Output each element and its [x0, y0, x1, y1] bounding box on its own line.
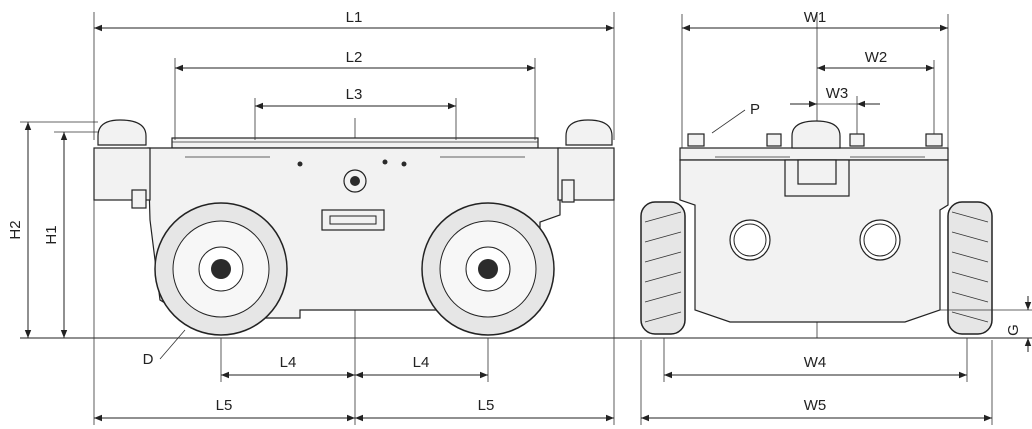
- dim-G: G: [1005, 324, 1022, 336]
- dim-L5-left: L5: [216, 397, 233, 414]
- dim-H2: H2: [7, 220, 24, 239]
- lidar-sensor-icon: [784, 120, 850, 197]
- lidar-sensor-icon: [93, 119, 151, 209]
- connector-port-icon: [321, 209, 385, 231]
- dim-D: D: [143, 351, 154, 368]
- mecanum-wheel-front-right: [947, 201, 993, 335]
- dim-L4-right: L4: [413, 354, 430, 371]
- dim-L1: L1: [346, 9, 363, 26]
- dim-L5-right: L5: [478, 397, 495, 414]
- front-top-plate: [679, 147, 949, 161]
- dim-H1: H1: [43, 225, 60, 244]
- side-view: L1 L2 L3 L4 L4 L5 L5 H2 H1 D: [7, 9, 1032, 425]
- top-plate: [171, 137, 539, 149]
- dim-L3: L3: [346, 86, 363, 103]
- mecanum-wheel-front-left: [640, 201, 686, 335]
- dim-W3: W3: [826, 85, 849, 102]
- dim-L2: L2: [346, 49, 363, 66]
- front-view: W1 W2 W3 P W4 W5 G: [640, 9, 1032, 425]
- dim-W4: W4: [804, 354, 827, 371]
- mecanum-wheel-left: [154, 202, 288, 336]
- dim-W1: W1: [804, 9, 827, 26]
- mount-point-icon: [687, 133, 943, 147]
- lidar-sensor-icon: [557, 119, 615, 203]
- mecanum-wheel-right: [421, 202, 555, 336]
- dim-W5: W5: [804, 397, 827, 414]
- front-body: [679, 159, 949, 323]
- dim-W2: W2: [865, 49, 888, 66]
- dim-P: P: [750, 101, 760, 118]
- dim-L4-left: L4: [280, 354, 297, 371]
